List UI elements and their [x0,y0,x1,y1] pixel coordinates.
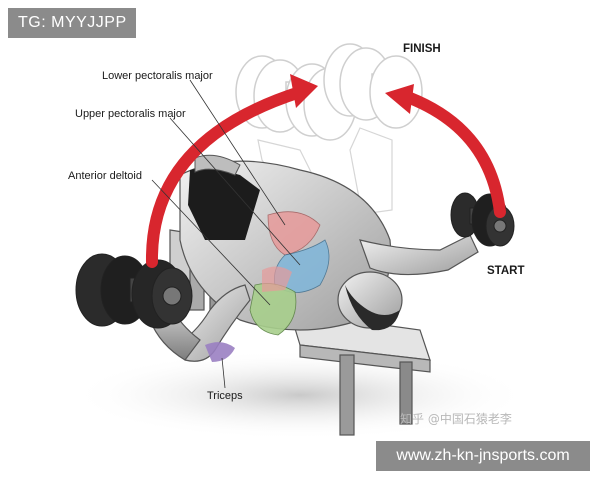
label-triceps: Triceps [207,390,243,402]
leg-left [194,154,241,176]
muscle-triceps [205,342,235,362]
start-dumbbell-right [450,192,515,247]
zhihu-watermark: 知乎 @中国石猿老李 [400,412,512,426]
label-start: START [487,265,525,277]
shorts [188,168,260,240]
arrow-left-arc [145,86,306,268]
muscle-lower-pec [267,211,321,256]
arrow-left-head [290,74,318,108]
arrow-right-arc [404,92,506,218]
finish-arm-right [349,127,393,215]
arm-right [359,234,479,276]
label-anterior-deltoid: Anterior deltoid [68,170,142,182]
muscle-deltoid-mid [262,266,292,292]
arrow-right-head [385,84,414,114]
leader-lines [151,79,301,389]
label-upper-pec: Upper pectoralis major [75,108,186,120]
website-tag[interactable]: www.zh-kn-jnsports.com [376,441,590,471]
label-lower-pec: Lower pectoralis major [102,70,213,82]
label-finish: FINISH [403,43,441,55]
telegram-tag: TG: MYYJJPP [8,8,136,38]
start-dumbbell-left [75,253,193,329]
floor-shadow [70,350,530,440]
hair [345,285,400,331]
